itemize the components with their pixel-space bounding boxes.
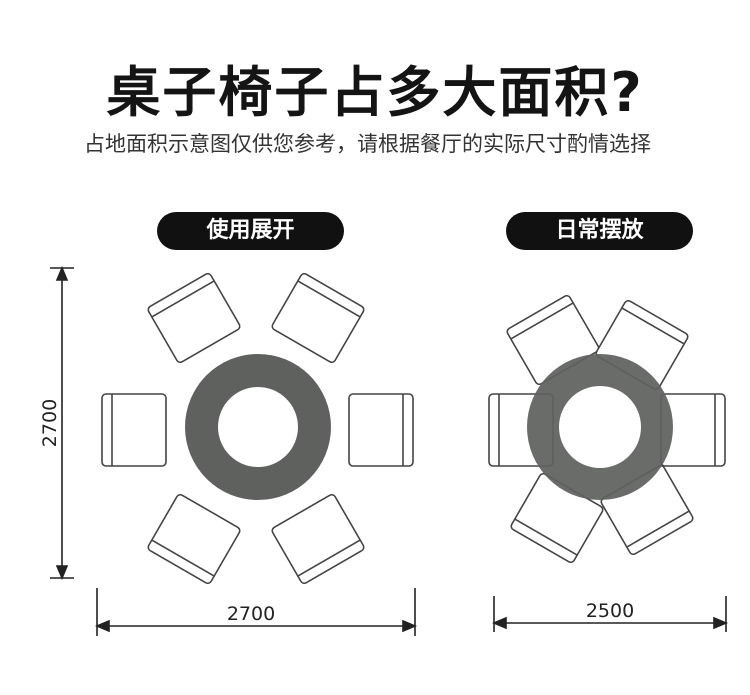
daily-width-label: 2500: [586, 600, 634, 622]
daily-layout: 2500: [488, 293, 729, 632]
expanded-chair-right: [348, 393, 414, 467]
expanded-width-dimension: [94, 588, 418, 636]
expanded-chair-top-right: [270, 271, 366, 365]
label-expanded: 使用展开: [157, 212, 344, 250]
daily-width-dimension: [491, 596, 729, 632]
expanded-chair-left: [101, 393, 167, 467]
height-dimension: [50, 265, 74, 581]
expanded-chair-top-left: [146, 271, 242, 365]
expanded-chair-bottom-right: [270, 492, 366, 586]
expanded-chair-bottom-left: [146, 492, 242, 586]
expanded-table-center: [218, 387, 298, 467]
expanded-width-label: 2700: [227, 603, 275, 625]
page-title: 桌子椅子占多大面积?: [106, 61, 644, 124]
page-subtitle: 占地面积示意图仅供您参考，请根据餐厅的实际尺寸酌情选择: [84, 132, 651, 156]
height-dimension-label: 2700: [39, 399, 61, 447]
expanded-layout: 2700 2700: [39, 265, 418, 636]
daily-table-center: [559, 386, 641, 468]
label-daily: 日常摆放: [506, 212, 693, 250]
